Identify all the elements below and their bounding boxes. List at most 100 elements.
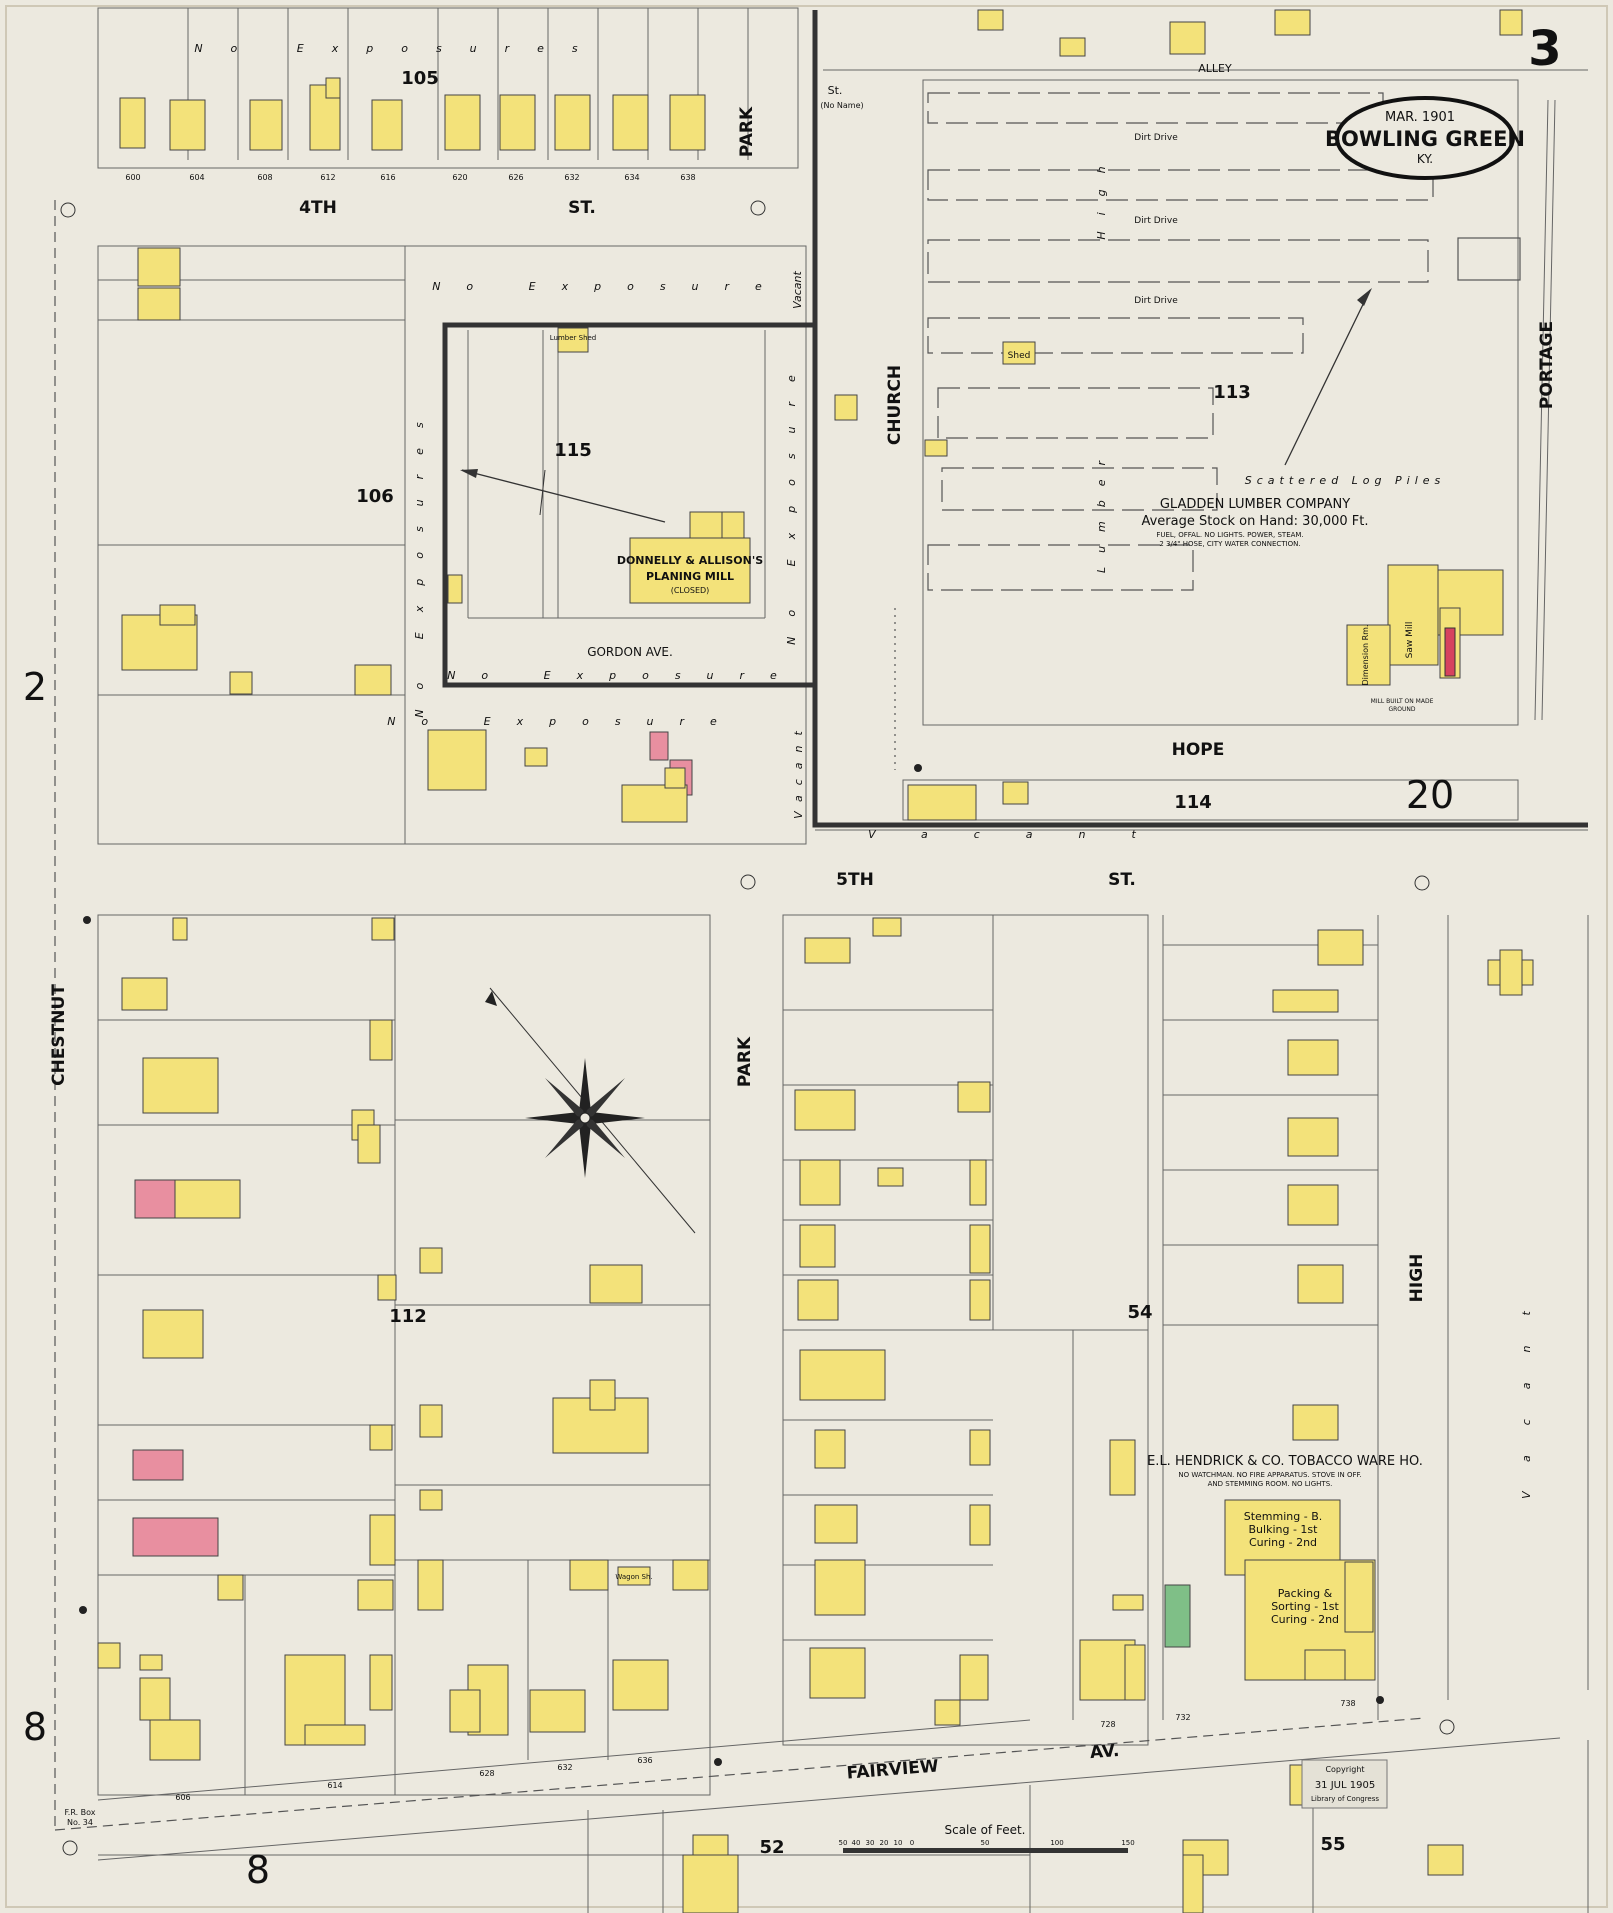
label-no-exposure-115-right: No Exposure (785, 355, 798, 645)
block-114: 114 (1174, 792, 1212, 813)
label-saw-mill: Saw Mill (1405, 622, 1415, 659)
packing-3: Curing - 2nd (1271, 1613, 1339, 1626)
street-4th: 4TH (299, 198, 337, 218)
label-dirt-drive-2: Dirt Drive (1134, 216, 1178, 226)
label-lumber-shed: Lumber Shed (550, 334, 597, 342)
scale-tick: 50 (981, 1839, 990, 1847)
street-portage: PORTAGE (1537, 321, 1557, 409)
stemming-3: Curing - 2nd (1249, 1536, 1317, 1549)
street-alley: ALLEY (1198, 62, 1232, 75)
block-55: 55 (1320, 1834, 1345, 1855)
street-chestnut: CHESTNUT (49, 984, 69, 1086)
label-dimension-rm: Dimension Rm. (1361, 625, 1370, 686)
scale-tick: 20 (880, 1839, 889, 1847)
house-number: 636 (637, 1756, 652, 1765)
street-park-upper: PARK (737, 106, 757, 157)
hydrant-markers (60, 200, 1455, 1856)
scale-tick: 40 (852, 1839, 861, 1847)
street-high: HIGH (1407, 1254, 1427, 1303)
stamp-line-2: 31 JUL 1905 (1315, 1780, 1375, 1791)
scale-tick: 100 (1050, 1839, 1063, 1847)
compass-rose (485, 987, 696, 1234)
house-number: 620 (452, 173, 467, 182)
pointer-arrow-lumber (1284, 288, 1372, 466)
sheet-number: 3 (1528, 21, 1561, 77)
buildings (97, 9, 1534, 1913)
block-54: 54 (1127, 1302, 1152, 1323)
copyright-stamp: Copyright 31 JUL 1905 Library of Congres… (1301, 1759, 1388, 1809)
scale-tick: 30 (866, 1839, 875, 1847)
house-number: 732 (1175, 1713, 1190, 1722)
adjacent-sheet-8-bottom: 8 (246, 1848, 270, 1892)
label-vacant-park-lower: Vacant (792, 721, 805, 819)
house-number: 606 (175, 1793, 190, 1802)
block-106: 106 (356, 486, 394, 507)
house-number: 626 (508, 173, 523, 182)
street-4th-st: ST. (568, 198, 596, 218)
title-cartouche: MAR. 1901 BOWLING GREEN KY. (1325, 96, 1525, 180)
street-no-name-sub: (No Name) (820, 101, 863, 110)
house-number: 632 (557, 1763, 572, 1772)
gladden-stock: Average Stock on Hand: 30,000 Ft. (1141, 514, 1368, 529)
street-park-lower: PARK (735, 1036, 755, 1087)
street-gordon: GORDON AVE. (587, 645, 673, 659)
label-dirt-drive-3: Dirt Drive (1134, 296, 1178, 306)
house-number: 638 (680, 173, 695, 182)
house-number: 614 (327, 1781, 342, 1790)
gladden-title: GLADDEN LUMBER COMPANY (1160, 497, 1350, 512)
label-no-exposure-115-bottom: No Exposure (447, 669, 803, 682)
house-numbers-4th: 600 604 608 612 616 620 626 632 634 638 (125, 173, 695, 182)
label-no-exposure-106: No Exposure (432, 280, 788, 293)
house-number: 628 (479, 1769, 494, 1778)
label-no-exposures-115-left: No Exposures (413, 402, 426, 717)
label-dirt-drive-1: Dirt Drive (1134, 133, 1178, 143)
hendrick-note-1: NO WATCHMAN. NO FIRE APPARATUS. STOVE IN… (1178, 1471, 1361, 1479)
title-state: KY. (1417, 152, 1433, 166)
label-vacant-5th: Vacant (868, 828, 1182, 841)
street-5th: 5TH (836, 870, 874, 890)
fire-box-number: No. 34 (67, 1818, 93, 1827)
house-number: 608 (257, 173, 272, 182)
title-date: MAR. 1901 (1385, 110, 1455, 125)
stemming-2: Bulking - 1st (1249, 1523, 1319, 1536)
hendrick-note-2: AND STEMMING ROOM. NO LIGHTS. (1208, 1480, 1333, 1488)
sheet-edge (5, 5, 1608, 1908)
house-number: 738 (1340, 1699, 1355, 1708)
packing-1: Packing & (1278, 1587, 1333, 1600)
label-no-exposures-top: No Exposures (194, 42, 605, 55)
scale-bar: Scale of Feet. 50 40 30 20 10 0 50 100 1… (839, 1823, 1135, 1853)
adjacent-sheet-20: 20 (1406, 773, 1454, 817)
house-number: 728 (1100, 1720, 1115, 1729)
label-lumber: Lumber (1095, 447, 1108, 573)
label-high-lumber-pile: High (1095, 150, 1108, 239)
street-church: CHURCH (885, 365, 905, 445)
block-115: 115 (554, 440, 592, 461)
label-no-exposure-106-lower: No Exposure (387, 715, 743, 728)
hendrick-title: E.L. HENDRICK & CO. TOBACCO WARE HO. (1147, 1454, 1423, 1469)
stamp-line-1: Copyright (1325, 1765, 1364, 1774)
mill-note-2: GROUND (1388, 706, 1415, 713)
stemming-1: Stemming - B. (1244, 1510, 1323, 1523)
block-52: 52 (759, 1837, 784, 1858)
label-vacant-east: Vacant (1520, 1281, 1533, 1499)
adjacent-sheet-8-left: 8 (23, 1705, 47, 1749)
label-scattered-log-piles: Scattered Log Piles (1245, 474, 1446, 487)
adjacent-sheet-2: 2 (23, 665, 47, 709)
house-number: 612 (320, 173, 335, 182)
scale-tick: 150 (1121, 1839, 1134, 1847)
scale-tick: 10 (894, 1839, 903, 1847)
street-5th-st: ST. (1108, 870, 1136, 890)
street-hope: HOPE (1172, 740, 1225, 760)
house-number: 616 (380, 173, 395, 182)
label-wagon-shed: Wagon Sh. (615, 1573, 652, 1581)
planing-mill-line1: DONNELLY & ALLISON'S (617, 554, 763, 567)
scale-label: Scale of Feet. (944, 1823, 1025, 1837)
house-number: 600 (125, 173, 140, 182)
fire-box-label: F.R. Box (64, 1808, 95, 1817)
label-vacant-park: Vacant (791, 270, 804, 308)
gladden-note-2: 2 3/4" HOSE, CITY WATER CONNECTION. (1159, 540, 1300, 548)
street-no-name: St. (828, 84, 843, 97)
pointer-arrow-mill (460, 469, 666, 523)
gladden-note-1: FUEL, OFFAL. NO LIGHTS. POWER, STEAM. (1156, 531, 1303, 539)
